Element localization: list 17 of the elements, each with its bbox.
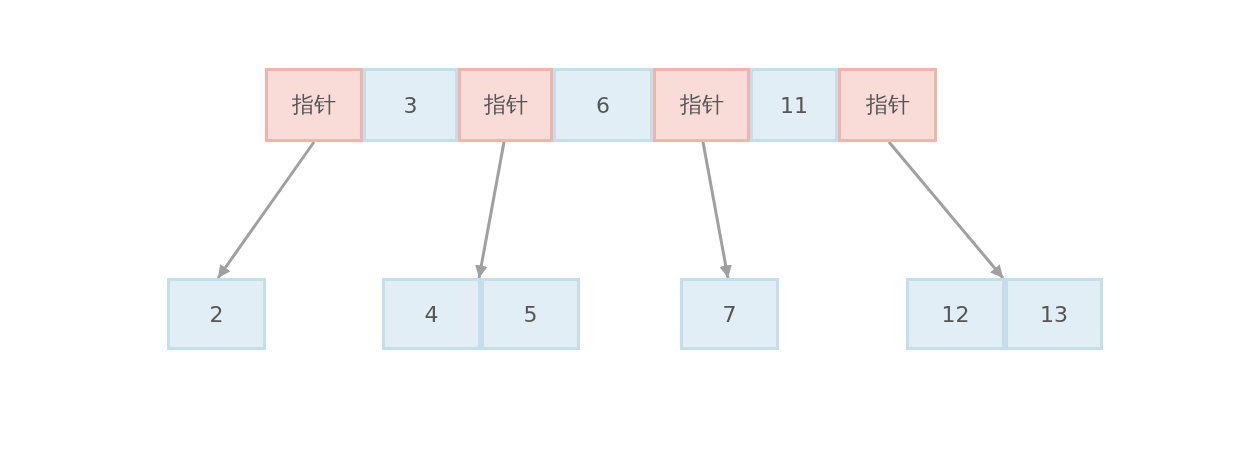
pointer-cell: 指针 [458,68,553,142]
key-cell: 7 [680,278,779,350]
pointer-cell: 指针 [265,68,363,142]
key-cell: 5 [481,278,580,350]
arrow [216,141,316,279]
key-cell: 12 [906,278,1005,350]
key-cell: 4 [382,278,481,350]
arrow [887,141,1005,279]
key-cell: 11 [750,68,838,142]
key-cell: 3 [363,68,458,142]
key-cell: 2 [167,278,266,350]
pointer-cell: 指针 [653,68,750,142]
key-cell: 13 [1005,278,1103,350]
arrow [701,141,732,279]
key-cell: 6 [553,68,653,142]
arrow [475,141,506,279]
pointer-cell: 指针 [838,68,937,142]
